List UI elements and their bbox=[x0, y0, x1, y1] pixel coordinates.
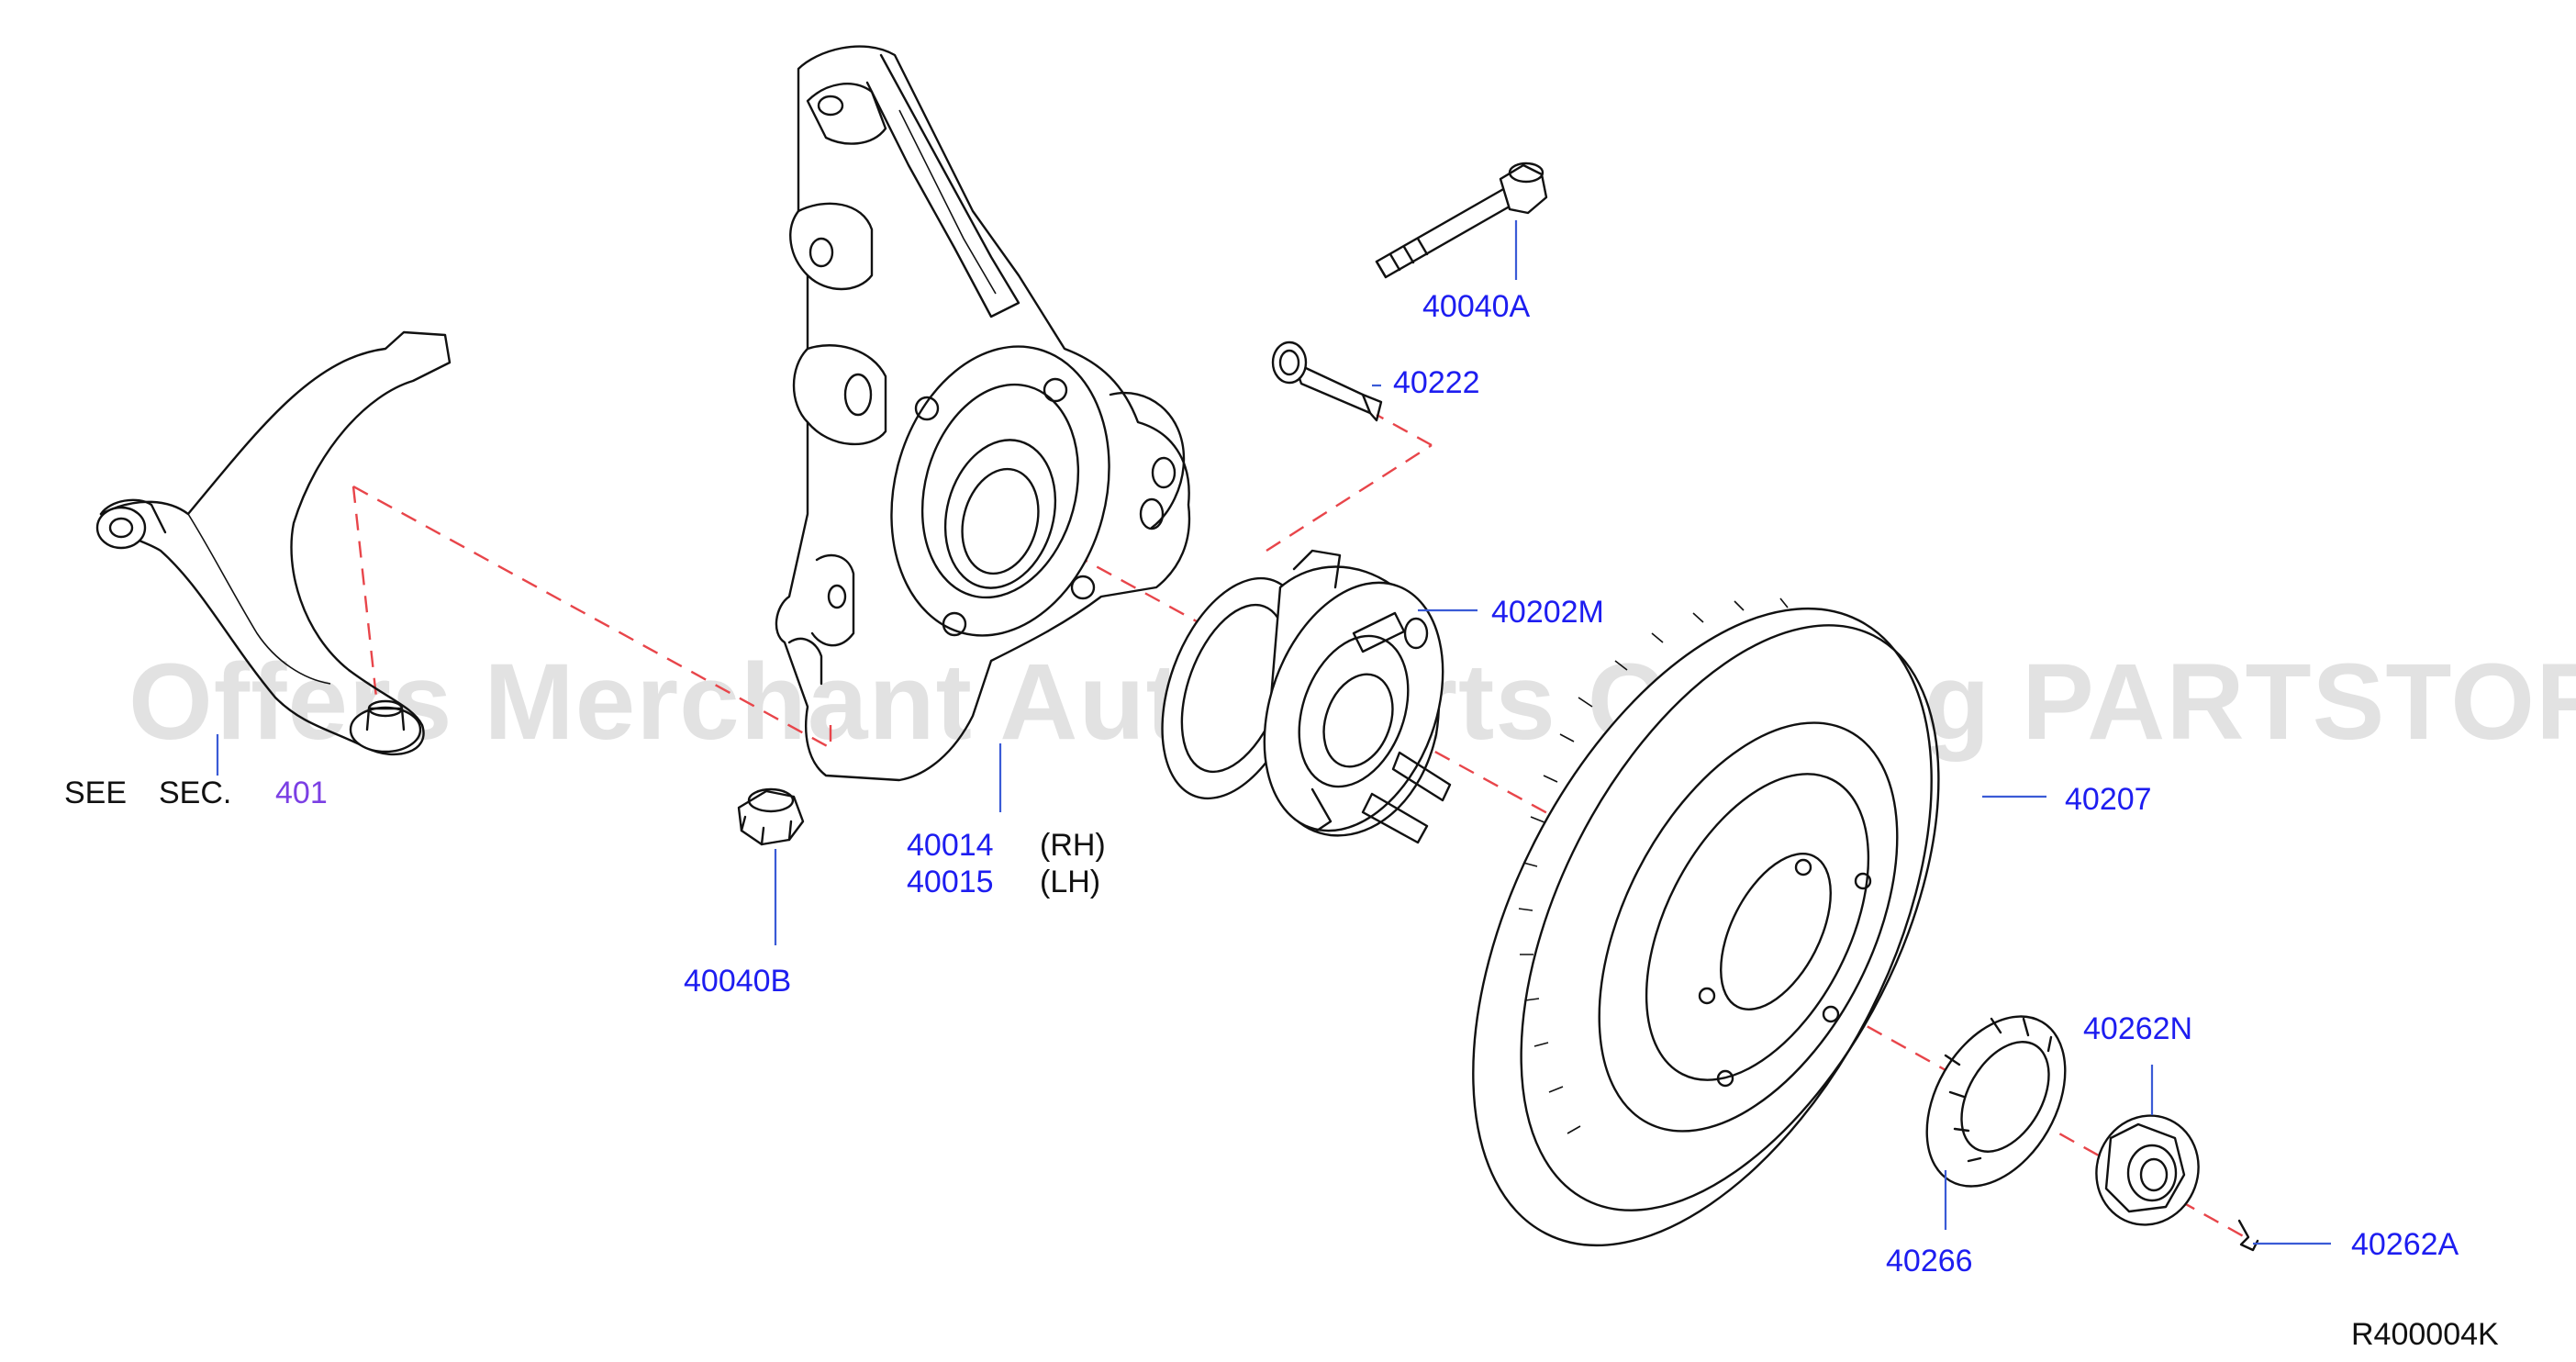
bolt-40040a-part bbox=[1375, 162, 1548, 279]
diagram-code: R400004K bbox=[2351, 1317, 2499, 1352]
axle-nut-40262n-part bbox=[2095, 1114, 2200, 1226]
label-40207[interactable]: 40207 bbox=[2065, 782, 2152, 817]
retainer-40266-part bbox=[1925, 1015, 2067, 1188]
label-40015[interactable]: 40015 bbox=[907, 865, 994, 899]
hub-assembly-40202m-part bbox=[1161, 549, 1452, 844]
section-ref-link[interactable]: 401 bbox=[275, 776, 328, 810]
lower-control-arm bbox=[95, 330, 452, 755]
wheel-stud-40222-part bbox=[1271, 340, 1383, 422]
label-40262a[interactable]: 40262A bbox=[2351, 1227, 2459, 1262]
brake-rotor-40207-part bbox=[1472, 597, 1940, 1247]
cotter-pin-40262a-part bbox=[2237, 1219, 2259, 1252]
lock-nut-40040b-part bbox=[737, 787, 805, 846]
label-40014[interactable]: 40014 bbox=[907, 828, 994, 863]
leader-lines bbox=[216, 220, 2331, 1245]
sec-label: SEC. bbox=[159, 776, 231, 810]
see-label: SEE bbox=[64, 776, 127, 810]
label-40262n[interactable]: 40262N bbox=[2083, 1011, 2192, 1046]
label-40266[interactable]: 40266 bbox=[1886, 1244, 1973, 1278]
label-lh: (LH) bbox=[1040, 865, 1100, 899]
label-40040b[interactable]: 40040B bbox=[684, 964, 791, 999]
steering-knuckle bbox=[775, 45, 1191, 782]
label-40040a[interactable]: 40040A bbox=[1422, 289, 1531, 324]
label-rh: (RH) bbox=[1040, 828, 1106, 863]
labels: SEE SEC. 401 40040A 40222 40202M 40014 (… bbox=[64, 289, 2499, 1352]
label-40202m[interactable]: 40202M bbox=[1491, 595, 1604, 630]
label-40222[interactable]: 40222 bbox=[1393, 365, 1480, 400]
